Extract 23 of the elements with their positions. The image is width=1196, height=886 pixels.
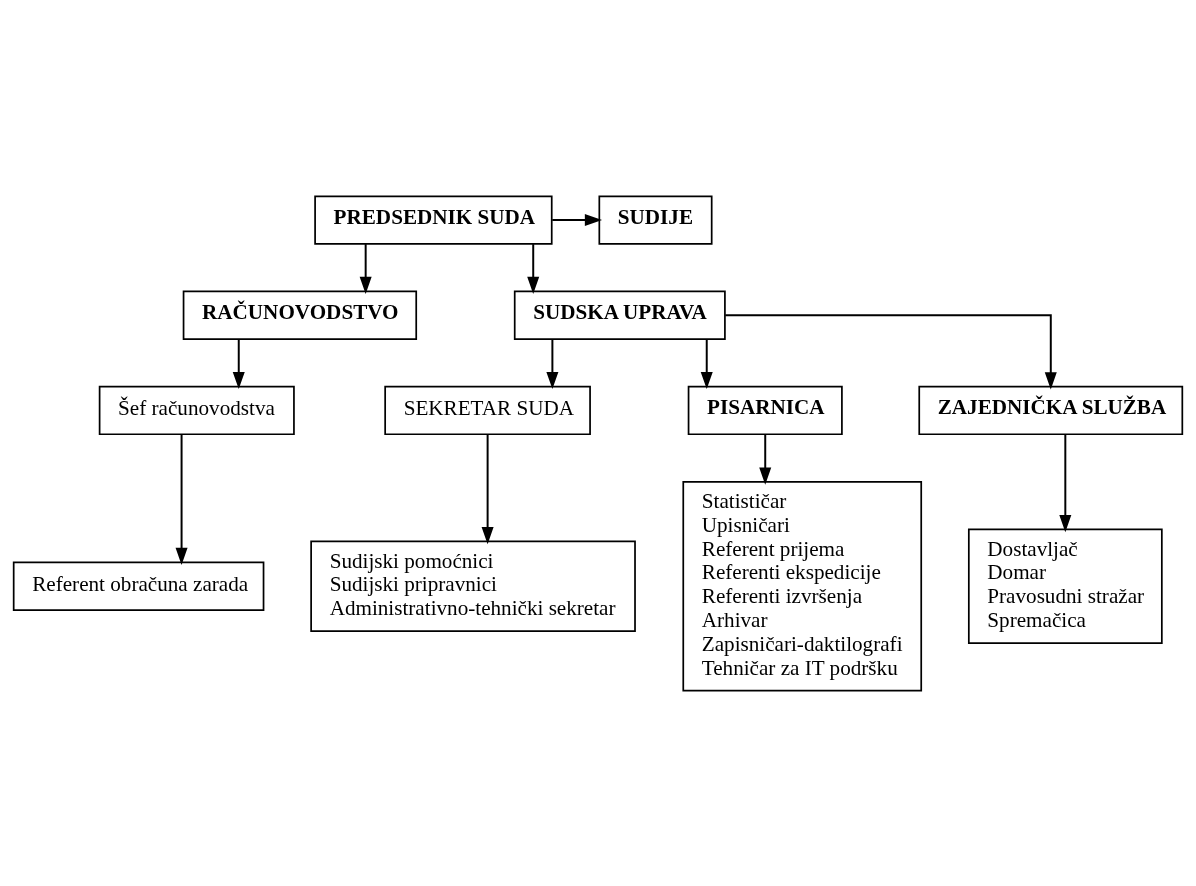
node-box: PREDSEDNIK SUDA xyxy=(314,194,553,245)
node-box: Statističar Upisničari Referent prijema Referenti ekspedicije Referenti izvršenja Arhivar Zapisničari-daktilografi Tehničar za IT podršku xyxy=(682,480,923,692)
node-box: Šef računovodstva xyxy=(98,385,295,435)
arrow xyxy=(759,433,772,485)
node-box: Referent obračuna zarada xyxy=(12,561,265,611)
node-box: SUDIJE xyxy=(598,194,713,245)
node-box: PISARNICA xyxy=(687,385,843,435)
node-box: SEKRETAR SUDA xyxy=(384,385,591,435)
arrow xyxy=(1059,433,1072,532)
arrow xyxy=(724,313,1057,389)
arrow xyxy=(359,242,372,294)
arrow xyxy=(551,213,603,226)
arrow xyxy=(700,337,713,389)
arrow xyxy=(175,433,188,565)
arrow xyxy=(481,433,494,544)
arrow xyxy=(232,337,245,389)
arrow xyxy=(546,337,559,389)
node-box: Sudijski pomoćnici Sudijski pripravnici Administrativno-tehnički sekretar xyxy=(310,539,636,632)
node-box: RAČUNOVODSTVO xyxy=(182,290,418,340)
node-box: ZAJEDNIČKA SLUŽBA xyxy=(918,385,1184,435)
arrow xyxy=(527,242,540,294)
node-box: SUDSKA UPRAVA xyxy=(513,290,726,340)
node-box: Dostavljač Domar Pravosudni stražar Spremačica xyxy=(967,528,1163,644)
